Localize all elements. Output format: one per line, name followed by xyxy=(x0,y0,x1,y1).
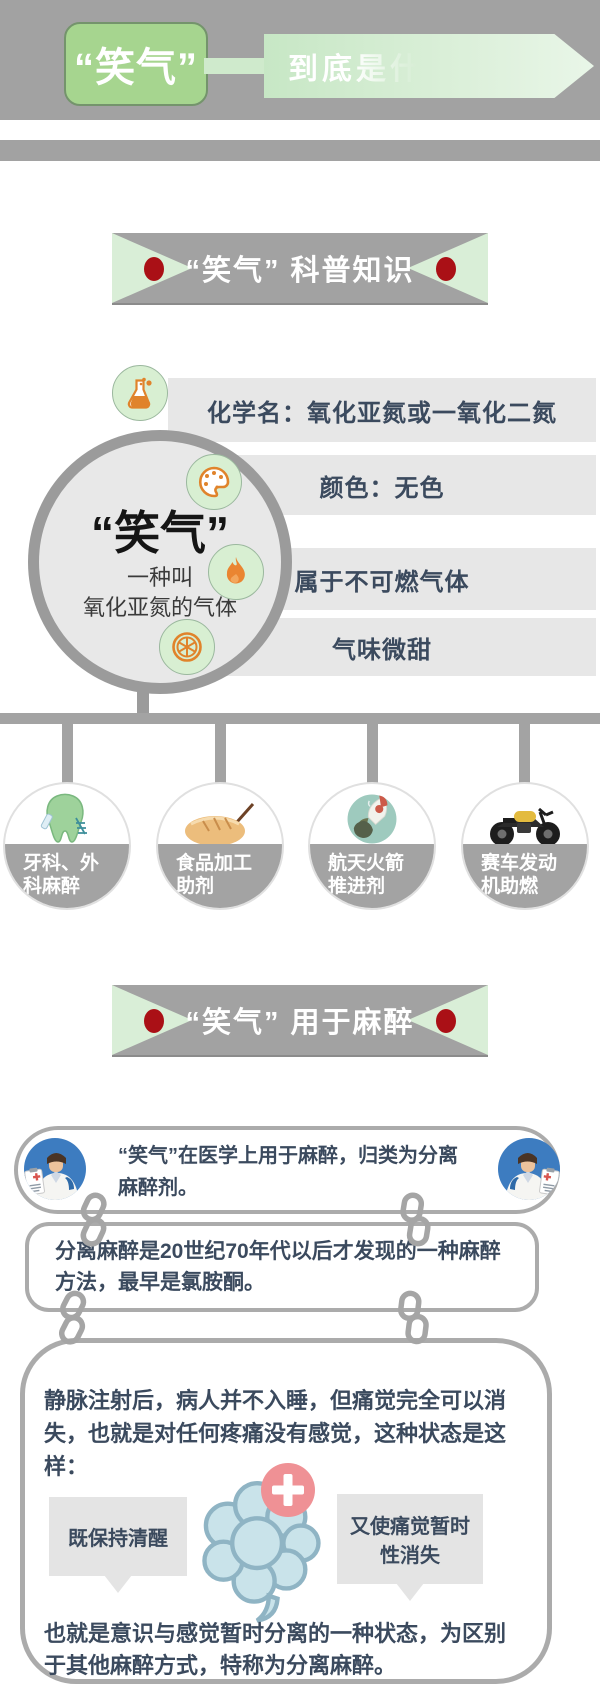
fact-icon-circle xyxy=(186,454,242,510)
tree-stem xyxy=(62,723,73,785)
doctor-icon xyxy=(497,1137,561,1201)
bread-icon xyxy=(185,803,255,846)
doctor-icon xyxy=(23,1137,87,1201)
effect-box-awake: 既保持清醒 xyxy=(49,1497,187,1593)
use-label: 赛车发动机助燃 xyxy=(481,853,558,898)
use-circle-rocket: 航天火箭推进剂 xyxy=(308,782,436,910)
use-circle-dental: 牙科、外科麻醉 xyxy=(3,782,131,910)
use-label-band: 牙科、外科麻醉 xyxy=(5,844,129,908)
detail-top-text: 静脉注射后，病人并不入睡，但痛觉完全可以消失，也就是对任何疼痛没有感觉，这种状态… xyxy=(44,1388,507,1479)
use-label: 牙科、外科麻醉 xyxy=(23,853,100,898)
fact-text: 化学名：氧化亚氮或一氧化二氮 xyxy=(207,399,557,427)
flame-icon xyxy=(226,557,245,584)
chain-link-icon xyxy=(395,1190,435,1249)
title-box: “笑气” xyxy=(64,22,208,106)
section-title-anesthesia: “笑气” 用于麻醉 xyxy=(185,1007,415,1039)
use-label: 航天火箭推进剂 xyxy=(328,853,405,898)
use-label-band: 食品加工助剂 xyxy=(158,844,282,908)
plus-icon xyxy=(261,1463,315,1517)
chain-link-icon xyxy=(392,1288,433,1348)
chain-link-icon xyxy=(50,1287,95,1349)
use-label-band: 赛车发动机助燃 xyxy=(463,844,587,908)
use-circle-racing: 赛车发动机助燃 xyxy=(461,782,589,910)
gas-circle-line2: 氧化亚氮的气体 xyxy=(82,594,237,620)
red-dot xyxy=(144,1009,164,1033)
fact-text: 属于不可燃气体 xyxy=(294,568,470,596)
red-dot xyxy=(436,257,456,281)
citrus-icon xyxy=(172,632,202,662)
divider-bar xyxy=(0,140,600,161)
fact-icon-circle xyxy=(112,365,168,421)
fact-icon-circle xyxy=(208,544,264,600)
red-dot xyxy=(144,257,164,281)
history-box: 分离麻醉是20世纪70年代以后才发现的一种麻醉方法，最早是氯胺酮。 xyxy=(25,1222,539,1312)
tree-stem xyxy=(519,723,530,785)
fact-bar-chemical-name: 化学名：氧化亚氮或一氧化二氮 xyxy=(168,378,596,442)
palette-icon xyxy=(199,466,230,498)
header-subtitle: 到底是什 xyxy=(288,53,424,86)
effect-box-painless: 又使痛觉暂时性消失 xyxy=(337,1494,483,1601)
header-arrow-banner: 到底是什 xyxy=(264,34,594,98)
flask-icon xyxy=(127,377,152,409)
tree-stem xyxy=(215,723,226,785)
chain-link-icon xyxy=(71,1189,114,1250)
use-label: 食品加工助剂 xyxy=(176,853,253,898)
use-circle-food: 食品加工助剂 xyxy=(156,782,284,910)
section-banner-knowledge: “笑气” 科普知识 xyxy=(112,233,488,303)
gas-circle-line1: 一种叫 xyxy=(126,565,193,590)
section-banner-anesthesia: “笑气” 用于麻醉 xyxy=(112,985,488,1055)
effect-label: 既保持清醒 xyxy=(68,1528,168,1550)
intro-text: “笑气”在医学上用于麻醉，归类为分离麻醉剂。 xyxy=(118,1145,458,1199)
section-title-knowledge: “笑气” 科普知识 xyxy=(185,255,415,287)
use-illustration xyxy=(463,786,587,848)
tooth-icon xyxy=(40,793,87,843)
use-illustration xyxy=(158,786,282,848)
fact-icon-circle xyxy=(159,619,215,675)
use-label-band: 航天火箭推进剂 xyxy=(310,844,434,908)
red-dot xyxy=(436,1009,456,1033)
tree-horizontal-bar xyxy=(0,713,600,724)
use-illustration xyxy=(310,786,434,848)
detail-bottom-text: 也就是意识与感觉暂时分离的一种状态，为区别于其他麻醉方式，特称为分离麻醉。 xyxy=(44,1621,507,1678)
history-text: 分离麻醉是20世纪70年代以后才发现的一种麻醉方法，最早是氯胺酮。 xyxy=(55,1239,501,1295)
motorcycle-icon xyxy=(490,807,560,846)
gas-circle-title: “笑气” xyxy=(91,507,229,559)
tree-stem xyxy=(367,723,378,785)
effect-label: 又使痛觉暂时性消失 xyxy=(350,1516,470,1567)
page-title: “笑气” xyxy=(74,46,198,90)
use-illustration xyxy=(5,786,129,848)
rocket-icon xyxy=(347,794,397,844)
header-banner: “笑气” 到底是什 xyxy=(0,0,600,120)
fact-text: 气味微甜 xyxy=(332,636,432,664)
title-connector xyxy=(204,58,268,74)
fact-text: 颜色：无色 xyxy=(319,474,445,502)
